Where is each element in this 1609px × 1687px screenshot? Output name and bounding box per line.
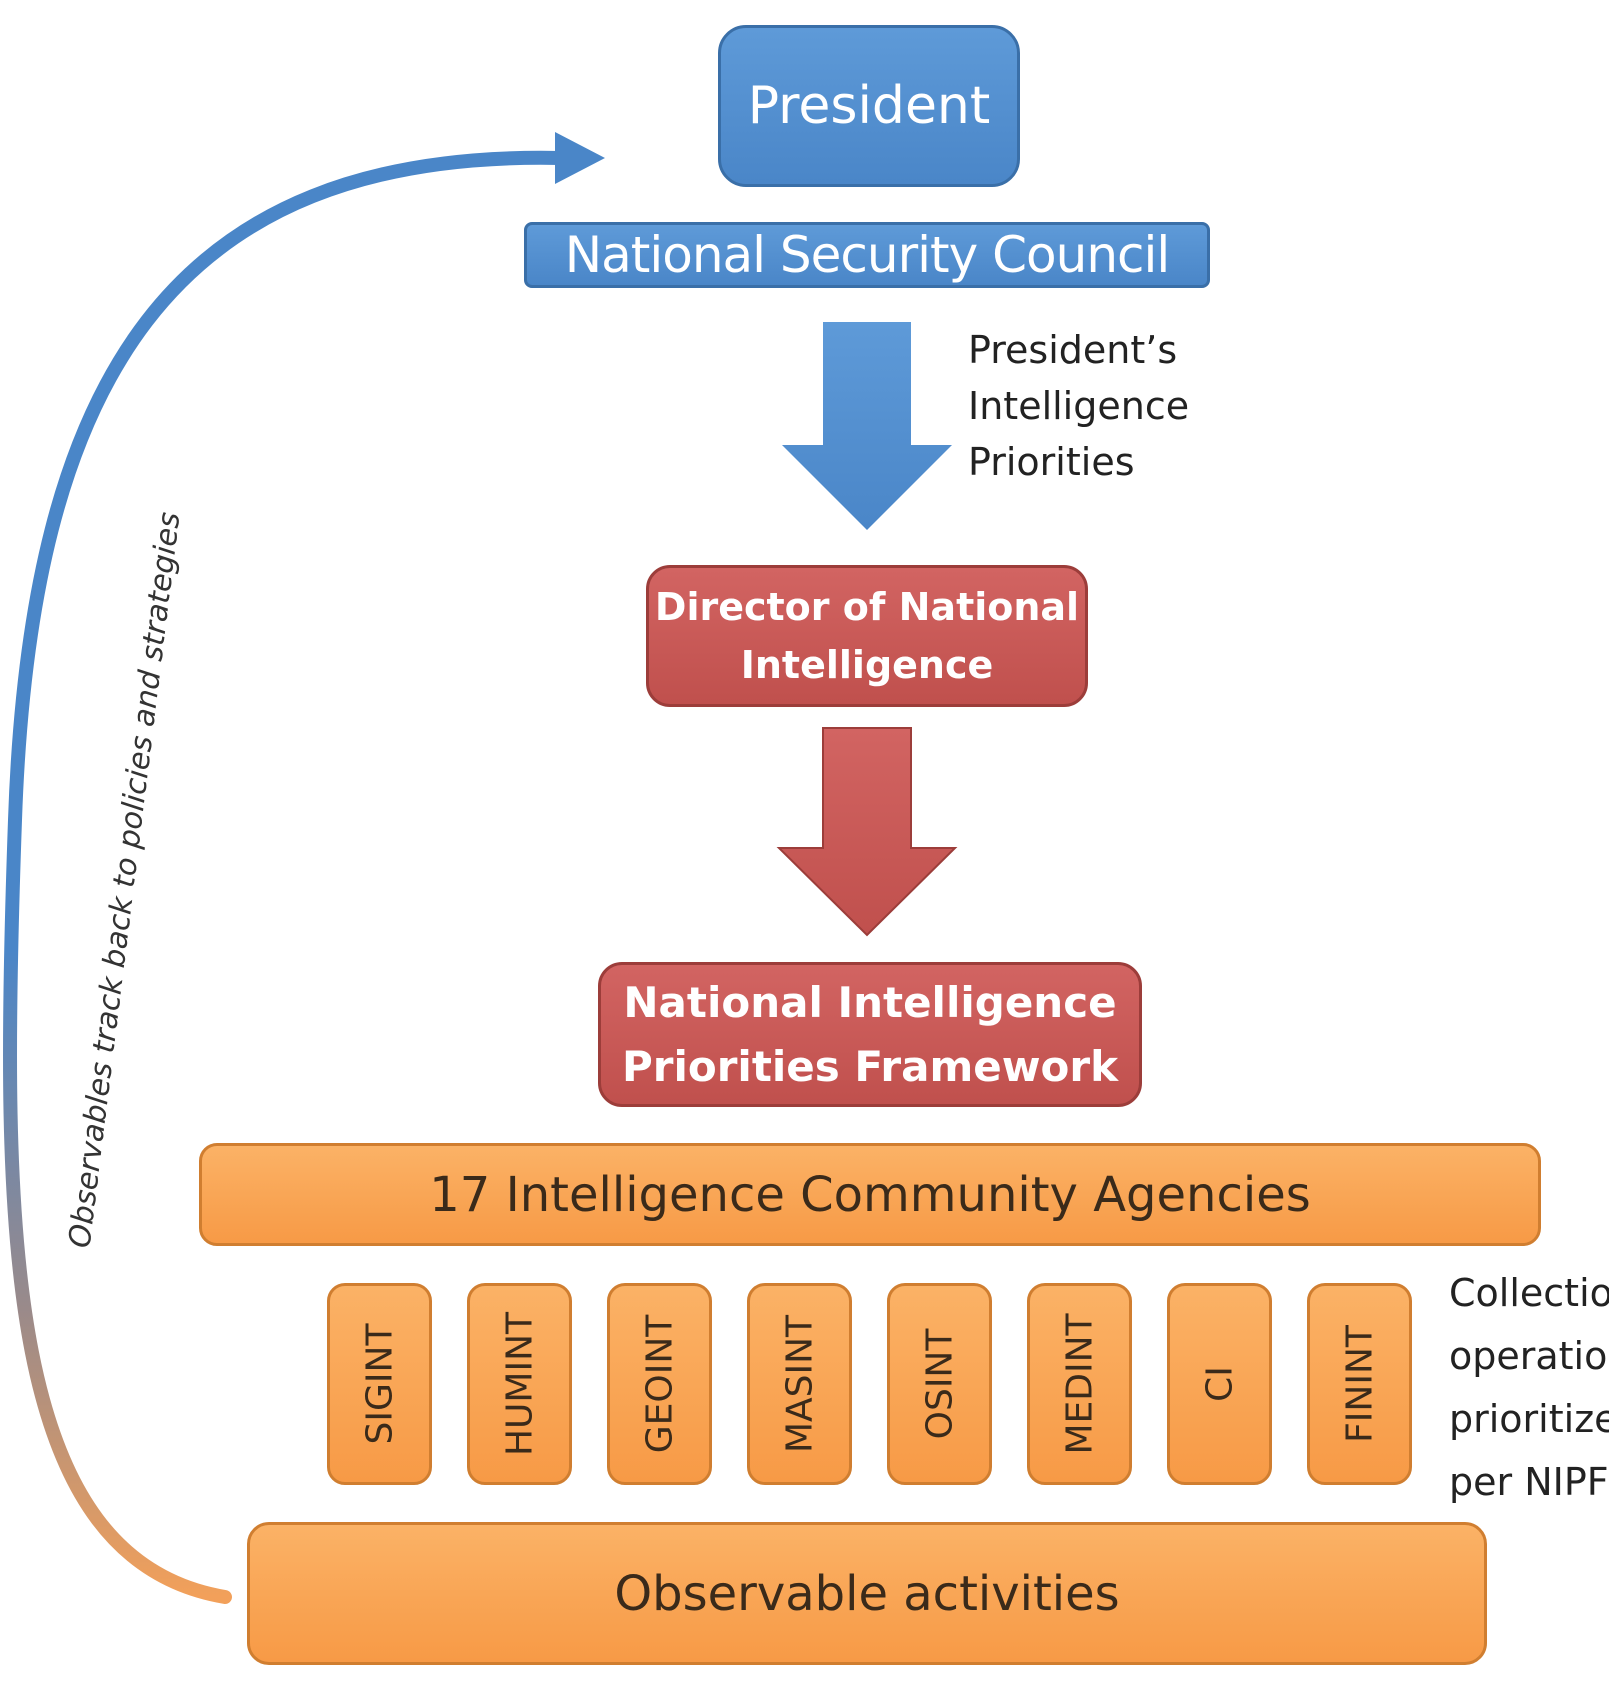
discipline-masint: MASINT (747, 1283, 852, 1485)
discipline-label: SIGINT (359, 1323, 400, 1445)
collection-line-3: prioritize (1449, 1397, 1609, 1441)
director-of-national-intelligence-box: Director of National Intelligence (646, 565, 1088, 707)
agencies-label: 17 Intelligence Community Agencies (429, 1166, 1311, 1223)
discipline-label: FININT (1339, 1325, 1380, 1443)
nipf-box: National Intelligence Priorities Framewo… (598, 962, 1142, 1107)
dni-label-line-2: Intelligence (740, 643, 994, 687)
discipline-ci: CI (1167, 1283, 1272, 1485)
discipline-label: OSINT (919, 1328, 960, 1440)
discipline-humint: HUMINT (467, 1283, 572, 1485)
discipline-label: CI (1199, 1366, 1240, 1402)
priorities-line-2: Intelligence (968, 384, 1190, 428)
discipline-label: HUMINT (499, 1311, 540, 1457)
priorities-line-1: President’s (968, 328, 1178, 372)
priorities-line-3: Priorities (968, 440, 1135, 484)
down-arrow-red-icon (776, 727, 958, 937)
collection-line-2: operatio (1449, 1334, 1608, 1378)
collection-annotation: Collectio operatio prioritize per NIPF (1449, 1262, 1609, 1514)
nipf-label-line-2: Priorities Framework (621, 1041, 1119, 1091)
discipline-osint: OSINT (887, 1283, 992, 1485)
collection-line-4: per NIPF (1449, 1460, 1609, 1504)
nsc-label: National Security Council (564, 226, 1171, 284)
feedback-arrowhead-icon (555, 132, 605, 184)
collection-line-1: Collectio (1449, 1271, 1609, 1315)
observable-label: Observable activities (614, 1565, 1120, 1622)
observable-activities-box: Observable activities (247, 1522, 1487, 1665)
president-label: President (747, 76, 991, 136)
feedback-curve (2, 150, 567, 1604)
discipline-label: MEDINT (1059, 1313, 1100, 1455)
discipline-medint: MEDINT (1027, 1283, 1132, 1485)
discipline-label: GEOINT (639, 1314, 680, 1454)
discipline-label: MASINT (779, 1314, 820, 1454)
down-arrow-blue-icon (782, 322, 952, 530)
national-security-council-box: National Security Council (524, 222, 1210, 288)
discipline-finint: FININT (1307, 1283, 1412, 1485)
discipline-geoint: GEOINT (607, 1283, 712, 1485)
dni-label-line-1: Director of National (654, 585, 1080, 629)
discipline-sigint: SIGINT (327, 1283, 432, 1485)
nipf-label-line-1: National Intelligence (623, 977, 1117, 1027)
intelligence-agencies-box: 17 Intelligence Community Agencies (199, 1143, 1541, 1246)
presidents-priorities-annotation: President’s Intelligence Priorities (968, 322, 1189, 490)
president-box: President (718, 25, 1020, 187)
